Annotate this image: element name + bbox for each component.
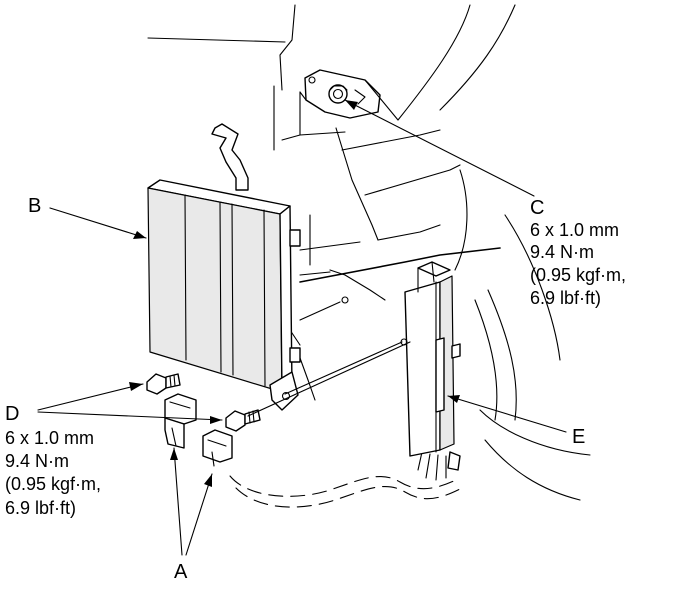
- control-unit-b: [147, 123, 301, 411]
- bolt-d-lower-icon: [225, 409, 261, 432]
- connector-a-left: [164, 393, 197, 449]
- svg-text:E: E: [572, 426, 585, 448]
- d-spec-line-1: 6 x 1.0 mm: [5, 428, 94, 448]
- alignment-lines: [247, 296, 411, 417]
- leader-lines: [37, 99, 567, 556]
- svg-text:B: B: [28, 195, 41, 217]
- d-spec-line-3: (0.95 kgf·m,: [5, 474, 101, 494]
- d-spec-line-2: 9.4 N·m: [5, 451, 69, 471]
- label-d: D 6 x 1.0 mm 9.4 N·m (0.95 kgf·m, 6.9 lb…: [5, 403, 101, 518]
- c-spec-line-2: 9.4 N·m: [530, 242, 594, 262]
- bolt-d-upper-icon: [146, 373, 181, 395]
- label-a: A: [174, 561, 188, 583]
- body-structure: [147, 4, 591, 501]
- c-spec-line-3: (0.95 kgf·m,: [530, 265, 626, 285]
- unit-e: [404, 261, 461, 471]
- label-e: E: [572, 426, 585, 448]
- label-b: B: [28, 195, 41, 217]
- svg-text:D: D: [5, 403, 19, 425]
- upper-mounting-bracket: [299, 69, 399, 121]
- c-spec-line-1: 6 x 1.0 mm: [530, 220, 619, 240]
- nut-c-icon: [328, 84, 348, 104]
- connector-a-right: [202, 429, 233, 467]
- svg-text:A: A: [174, 561, 188, 583]
- label-c: C 6 x 1.0 mm 9.4 N·m (0.95 kgf·m, 6.9 lb…: [530, 197, 626, 308]
- d-spec-line-4: 6.9 lbf·ft): [5, 498, 76, 518]
- svg-text:C: C: [530, 197, 544, 219]
- wire-harness: [229, 451, 463, 508]
- c-spec-line-4: 6.9 lbf·ft): [530, 288, 601, 308]
